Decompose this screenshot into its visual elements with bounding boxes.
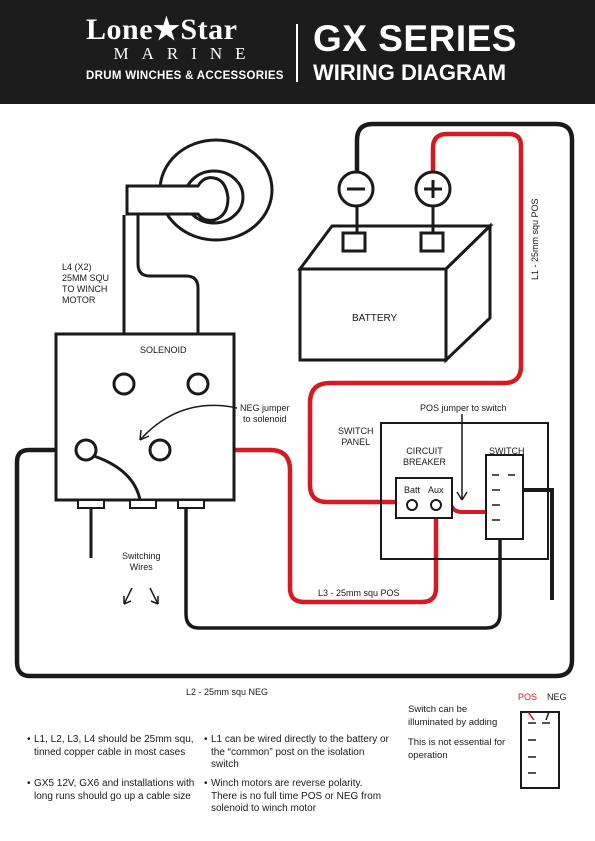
neg-jumper-arrow [139, 404, 238, 441]
bullet-icon: • [204, 734, 208, 745]
motor-cable-label-3: TO WINCH [62, 284, 108, 294]
l1-pos-cable [307, 131, 524, 505]
motor-cable-label-4: MOTOR [62, 295, 96, 305]
bullet-icon: • [204, 778, 208, 789]
brand-tagline: DRUM WINCHES & ACCESSORIES [86, 70, 284, 82]
battery-label: BATTERY [352, 313, 398, 324]
battery-pos-terminal [419, 231, 445, 253]
bullet-icon: • [27, 734, 31, 745]
page-title: WIRING DIAGRAM [313, 60, 507, 85]
batt-label: Batt [404, 485, 421, 495]
series-title: GX SERIES [313, 18, 517, 59]
circuit-breaker-label-2: BREAKER [403, 457, 447, 467]
pos-jumper-arrow [456, 414, 468, 501]
switch-panel-box [380, 422, 549, 560]
note-cable-size: L1, L2, L3, L4 should be 25mm squ, tinne… [34, 734, 194, 758]
pos-jumper-label: POS jumper to switch [420, 403, 507, 413]
switching-wire-arrow-left [123, 587, 133, 605]
motor-cable-label-1: L4 (X2) [62, 262, 92, 272]
circuit-breaker-box [395, 477, 453, 519]
l1-label: L1 - 25mm squ POS [530, 198, 540, 280]
note-not-essential: This is not essential for operation [408, 737, 506, 761]
switch-panel-label: SWITCH PANEL [338, 426, 374, 448]
l3-pos-cable [162, 447, 439, 605]
switching-wires-label-1: Switching [122, 551, 161, 561]
header-divider [296, 24, 298, 82]
legend-pos-label: POS [518, 692, 538, 702]
switching-wires-label: Switching Wires [122, 551, 161, 573]
solenoid-box [54, 332, 236, 502]
note-l1-wiring: L1 can be wired directly to the battery … [211, 734, 389, 770]
brand-subtitle: MARINE [113, 44, 259, 63]
circuit-breaker-label: CIRCUIT BREAKER [403, 446, 446, 468]
switch-label: SWITCH [489, 446, 525, 456]
neg-jumper-label-1: NEG jumper [240, 403, 290, 413]
brand-logo-text: Lone★Star [86, 13, 238, 46]
legend-neg-label: NEG [547, 692, 567, 702]
solenoid-internal-link [93, 454, 142, 501]
motor-cable-label: L4 (X2) 25MM SQU TO WINCH MOTOR [62, 262, 109, 306]
switching-wire-1 [184, 506, 502, 630]
circuit-breaker-label-1: CIRCUIT [406, 446, 443, 456]
battery-neg-terminal [341, 231, 367, 253]
neg-jumper-label-2: to solenoid [242, 414, 287, 424]
switching-wires-label-2: Wires [129, 562, 153, 572]
l2-neg-cable [14, 121, 575, 679]
bullet-icon: • [27, 778, 31, 789]
neg-jumper-label: NEG jumper to solenoid [240, 403, 290, 425]
note-reverse-polarity: Winch motors are reverse polarity. There… [211, 778, 382, 814]
aux-label: Aux [428, 485, 444, 495]
header-banner: Lone★Star MARINE DRUM WINCHES & ACCESSOR… [0, 0, 595, 104]
solenoid-label: SOLENOID [140, 345, 187, 355]
switching-wire-arrow-right [149, 587, 159, 605]
switch-panel-label-2: PANEL [341, 437, 371, 447]
l3-label: L3 - 25mm squ POS [318, 588, 400, 598]
l2-label: L2 - 25mm squ NEG [186, 687, 269, 697]
note-cable-upsize: GX5 12V, GX6 and installations with long… [34, 778, 195, 802]
motor-cable-label-2: 25MM SQU [62, 273, 110, 283]
switch-box [485, 454, 524, 540]
note-illumination: Switch can be illuminated by adding [408, 704, 498, 728]
illuminated-switch-icon [520, 711, 560, 789]
winch-drum-icon [125, 176, 230, 222]
switch-panel-label-1: SWITCH [338, 426, 374, 436]
